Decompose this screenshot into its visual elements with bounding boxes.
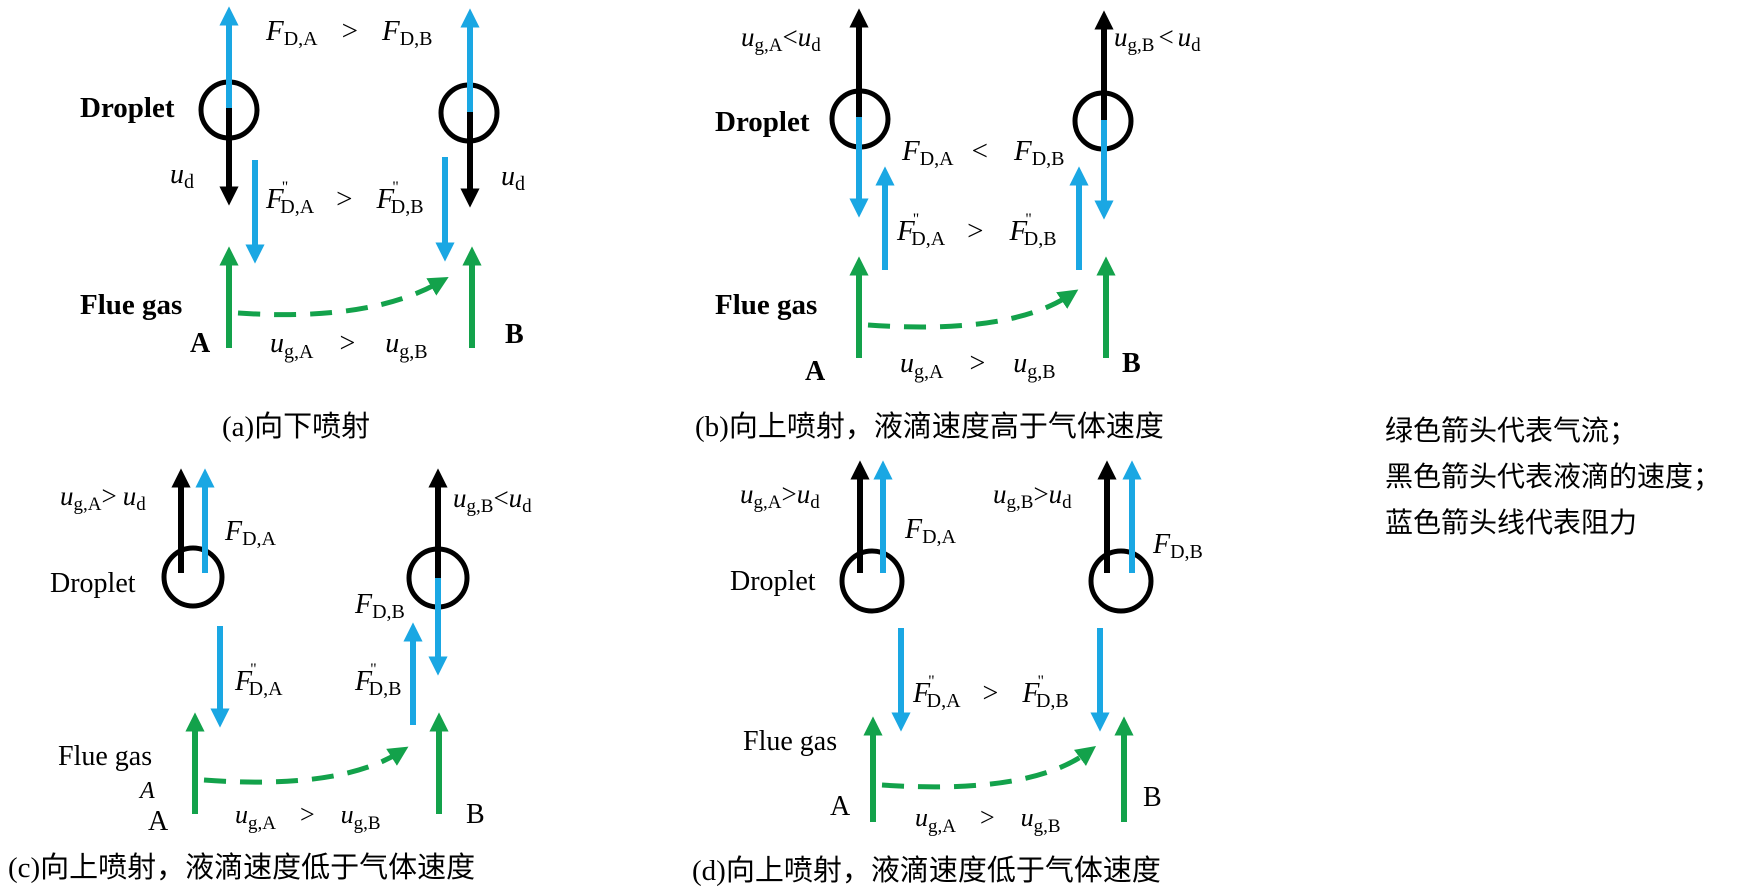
drag-force-mid-a-label: F"D,A: [234, 661, 283, 700]
legend-item-green-gas-flow: 绿色箭头代表气流；: [1385, 414, 1638, 447]
panel-a: Droplet Flue gas A B ud ud FD,A>FD,B F"D…: [80, 6, 525, 443]
droplet-a-circle: [161, 545, 225, 609]
velocity-relation-b-label: ug,B<ud: [453, 483, 532, 517]
gas-velocity-relation: ug,A>ug,B: [900, 348, 1056, 383]
drag-force-b-label: FD,B: [1152, 529, 1203, 563]
panel-c: Droplet Flue gas A A B ug,A>ud ug,B<ud F…: [8, 468, 532, 884]
drag-force-a-label: FD,A: [224, 516, 277, 550]
gas-flow-path-dashed-arrow: [867, 289, 1079, 330]
panel-b-caption: (b)向上喷射，液滴速度高于气体速度: [695, 410, 1164, 443]
drag-force-mid-relation: F"D,A>F"D,B: [912, 673, 1069, 712]
flue-gas-label: Flue gas: [743, 726, 837, 757]
point-a-label: A: [805, 356, 826, 387]
point-a-label: A: [830, 791, 851, 822]
legend-item-black-droplet-velocity: 黑色箭头代表液滴的速度；: [1385, 460, 1722, 493]
point-b-label: B: [466, 799, 485, 830]
drag-force-mid-b-label: F"D,B: [354, 661, 401, 700]
droplet-label: Droplet: [715, 106, 810, 138]
gas-velocity-relation: ug,A>ug,B: [915, 803, 1061, 837]
drag-force-a-label: FD,A: [904, 514, 957, 548]
point-a-label: A: [148, 806, 169, 837]
point-b-label: B: [1122, 348, 1141, 379]
velocity-relation-a-label: ug,A<ud: [741, 22, 821, 56]
droplet-label: Droplet: [80, 92, 175, 124]
panel-b: Droplet Flue gas A B ug,A<ud ug,B<ud FD,…: [695, 8, 1201, 443]
stray-a-label: A: [138, 778, 155, 804]
panel-d-caption: (d)向上喷射，液滴速度低于气体速度: [692, 854, 1161, 887]
flue-gas-label: Flue gas: [80, 289, 182, 321]
flue-gas-label: Flue gas: [58, 741, 152, 772]
point-b-label: B: [505, 319, 524, 350]
gas-velocity-relation: ug,A>ug,B: [235, 800, 381, 834]
point-b-label: B: [1143, 782, 1162, 813]
droplet-a-circle: [839, 548, 905, 614]
point-a-label: A: [190, 328, 211, 359]
gas-flow-path-dashed-arrow: [881, 746, 1097, 790]
droplet-label: Droplet: [50, 568, 136, 599]
drag-force-top-relation: FD,A<FD,B: [901, 135, 1064, 170]
legend-item-blue-drag-force: 蓝色箭头线代表阻力: [1385, 506, 1638, 539]
droplet-velocity-b-label: ud: [501, 161, 525, 195]
color-legend: 绿色箭头代表气流； 黑色箭头代表液滴的速度； 蓝色箭头线代表阻力: [1385, 408, 1721, 546]
droplet-b-circle: [1088, 548, 1154, 614]
panel-c-caption: (c)向上喷射，液滴速度低于气体速度: [8, 851, 475, 884]
gas-velocity-relation: ug,A>ug,B: [270, 328, 428, 363]
panel-d: Droplet Flue gas A B ug,A>ud ug,B>ud FD,…: [692, 460, 1203, 887]
velocity-relation-a-label: ug,A>ud: [740, 479, 820, 513]
drag-force-b-label: FD,B: [354, 589, 405, 623]
panel-a-caption: (a)向下喷射: [222, 410, 370, 443]
droplet-velocity-a-label: ud: [170, 159, 194, 193]
velocity-relation-b-label: ug,B<ud: [1114, 22, 1201, 56]
drag-force-top-relation: FD,A>FD,B: [265, 15, 432, 50]
flue-gas-label: Flue gas: [715, 289, 817, 321]
velocity-relation-a-label: ug,A>ud: [60, 481, 146, 515]
drag-force-mid-relation: F"D,A>F"D,B: [265, 179, 424, 218]
droplet-label: Droplet: [730, 566, 816, 597]
velocity-relation-b-label: ug,B>ud: [993, 479, 1072, 513]
gas-flow-path-dashed-arrow: [203, 746, 409, 785]
drag-force-mid-relation: F"D,A>F"D,B: [896, 211, 1057, 250]
gas-flow-path-dashed-arrow: [237, 277, 449, 318]
